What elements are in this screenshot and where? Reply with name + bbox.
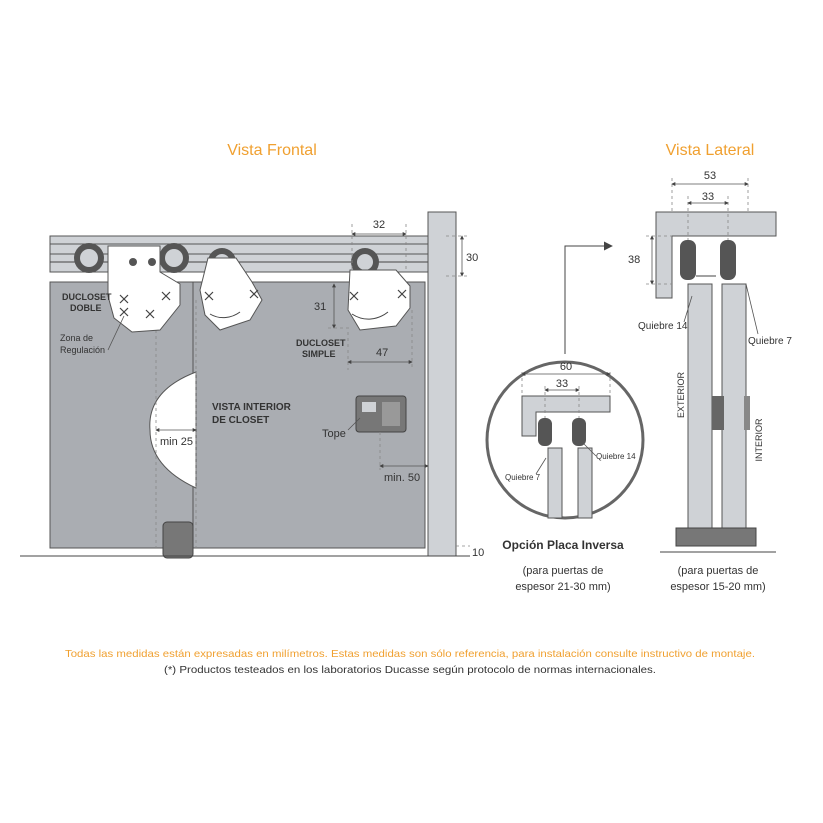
dim-10: 10 <box>472 547 484 559</box>
inverse-label-quiebre-14: Quiebre 14 <box>596 452 636 461</box>
dim-47: 47 <box>376 347 388 359</box>
frame-post <box>427 211 457 557</box>
single-carriage-plate <box>199 257 263 331</box>
side-caption-1: (para puertas de <box>678 565 759 577</box>
single-carriage-plate-right <box>347 269 411 331</box>
side-dim-33: 33 <box>702 191 714 203</box>
label-ducloset-simple: DUCLOSET <box>296 338 346 348</box>
side-dim-53: 53 <box>704 170 716 182</box>
floor-guide <box>162 521 194 559</box>
inverse-dim-33: 33 <box>556 378 568 390</box>
regulation-screw-icon <box>119 291 171 319</box>
side-floor-bracket <box>675 527 757 547</box>
label-zona: Zona de <box>60 333 93 343</box>
inverse-door <box>547 447 563 519</box>
inverse-dim-60: 60 <box>560 361 572 373</box>
side-view: 53 33 38 Quiebre 14 Quiebre 7 EXTERIOR I… <box>628 170 792 593</box>
label-vista-interior: VISTA INTERIOR <box>212 402 292 413</box>
inverse-title: Opción Placa Inversa <box>502 538 624 552</box>
side-door-interior <box>721 283 747 529</box>
side-label-quiebre-14: Quiebre 14 <box>638 321 688 332</box>
inverse-label-quiebre-7: Quiebre 7 <box>505 473 541 482</box>
front-view-title: Vista Frontal <box>227 142 317 159</box>
dim-min-25: min 25 <box>160 436 193 448</box>
roller-icon <box>680 240 696 280</box>
label-simple: SIMPLE <box>302 349 336 359</box>
side-label-interior: INTERIOR <box>754 418 764 462</box>
label-tope: Tope <box>322 428 346 440</box>
dim-31: 31 <box>314 301 326 313</box>
label-doble: DOBLE <box>70 303 102 313</box>
inverse-door <box>577 447 593 519</box>
inverse-caption-2: espesor 21-30 mm) <box>515 581 610 593</box>
dim-32: 32 <box>373 219 385 231</box>
side-rail-profile <box>655 211 777 299</box>
inverse-caption-1: (para puertas de <box>523 565 604 577</box>
footer-note-tested: (*) Productos testeados en los laborator… <box>164 664 656 676</box>
label-de-closet: DE CLOSET <box>212 415 269 426</box>
inverse-rail <box>521 395 611 437</box>
top-rail <box>49 235 429 245</box>
side-view-title: Vista Lateral <box>666 142 755 159</box>
footer-note-measurements: Todas las medidas están expresadas en mi… <box>65 648 755 660</box>
dim-30: 30 <box>466 252 478 264</box>
label-ducloset-doble: DUCLOSET <box>62 292 112 302</box>
roller-icon <box>572 418 586 446</box>
label-regulacion: Regulación <box>60 345 105 355</box>
side-dim-38: 38 <box>628 254 640 266</box>
side-label-quiebre-7: Quiebre 7 <box>748 336 792 347</box>
inverse-plate-detail: 60 33 Quiebre 7 Quiebre 14 Opción Placa … <box>485 241 645 593</box>
dim-min-50: min. 50 <box>384 472 420 484</box>
side-caption-2: espesor 15-20 mm) <box>670 581 765 593</box>
side-door-exterior <box>687 283 713 529</box>
front-view: 32 30 31 47 min 25 min. 50 10 DUCLOSET D… <box>20 211 484 559</box>
roller-icon <box>538 418 552 446</box>
side-label-exterior: EXTERIOR <box>676 372 686 419</box>
roller-icon <box>720 240 736 280</box>
side-floor-guide <box>712 396 724 430</box>
